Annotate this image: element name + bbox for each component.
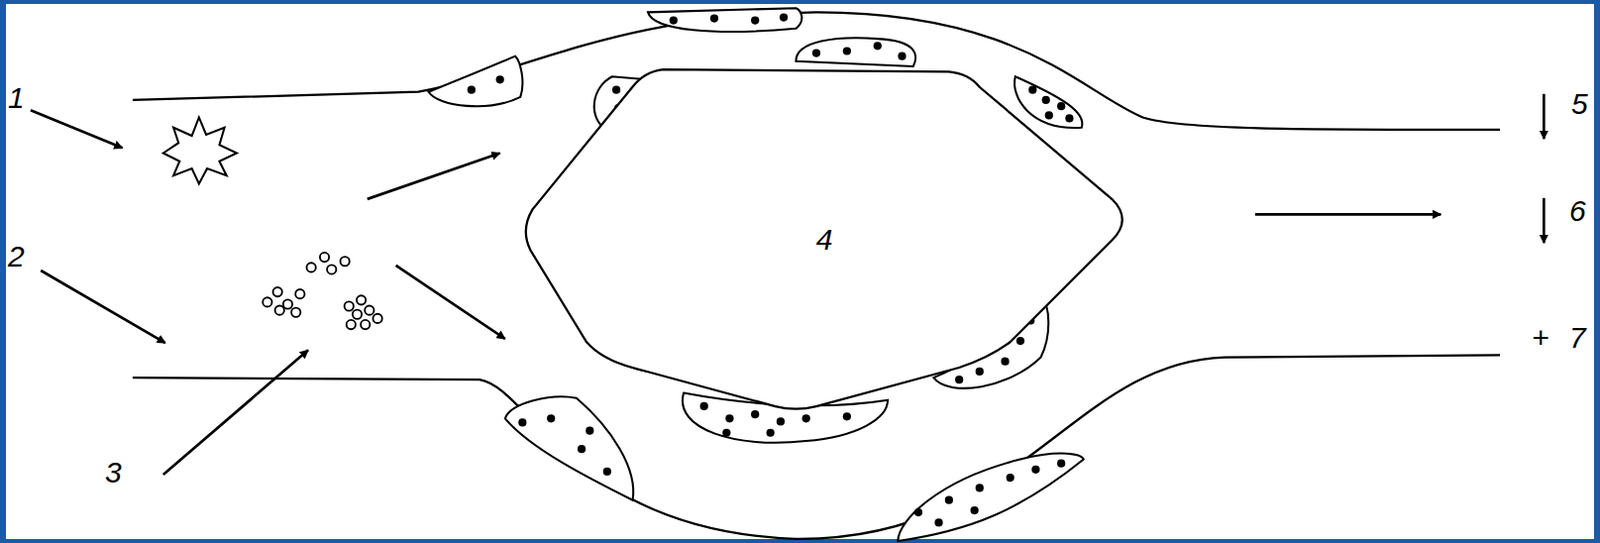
callout-number: 1 <box>7 83 25 113</box>
down-arrow <box>1542 198 1546 243</box>
thrombus-mass: 4 <box>515 61 1149 414</box>
callout-number: 3 <box>105 457 122 488</box>
plus-sign: + <box>1531 322 1550 353</box>
pointer-arrow <box>40 270 166 343</box>
callout-number: 7 <box>1569 322 1587 353</box>
callout-number: 6 <box>1569 196 1587 226</box>
platelet-cluster <box>262 252 383 329</box>
callout-number: 2 <box>7 241 25 272</box>
pointer-arrow <box>30 109 123 148</box>
callout-number: 4 <box>816 224 834 255</box>
flow-arrow <box>367 153 501 200</box>
flow-arrow <box>1255 213 1441 216</box>
burst-symbol <box>163 116 237 184</box>
down-arrow <box>1542 94 1546 139</box>
flow-arrow <box>396 265 506 339</box>
pointer-arrow <box>163 349 309 475</box>
callout-number: 5 <box>1571 89 1589 119</box>
